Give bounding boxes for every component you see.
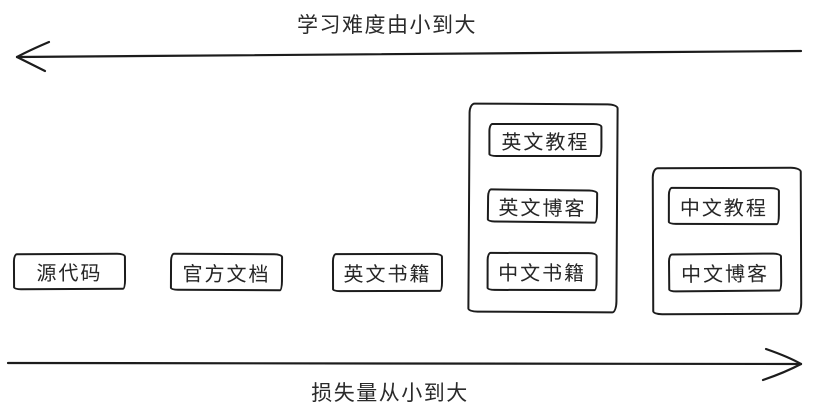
- node-source-code: 源代码: [12, 252, 127, 291]
- node-english-blogs: 英文博客: [486, 188, 599, 224]
- right-arrow-icon: [6, 347, 803, 382]
- group-chinese-resources: 中文教程 中文博客: [651, 166, 803, 316]
- node-english-tutorials: 英文教程: [488, 122, 603, 158]
- left-arrow-icon: [15, 40, 803, 73]
- node-chinese-books: 中文书籍: [486, 251, 598, 292]
- node-chinese-blogs: 中文博客: [667, 252, 783, 293]
- node-official-docs: 官方文档: [169, 252, 284, 292]
- group-english-resources: 英文教程 英文博客 中文书籍: [467, 102, 619, 314]
- node-english-books: 英文书籍: [331, 252, 444, 293]
- loss-axis-label: 损失量从小到大: [311, 382, 469, 405]
- difficulty-axis-label: 学习难度由小到大: [297, 14, 477, 37]
- node-chinese-tutorials: 中文教程: [667, 186, 780, 226]
